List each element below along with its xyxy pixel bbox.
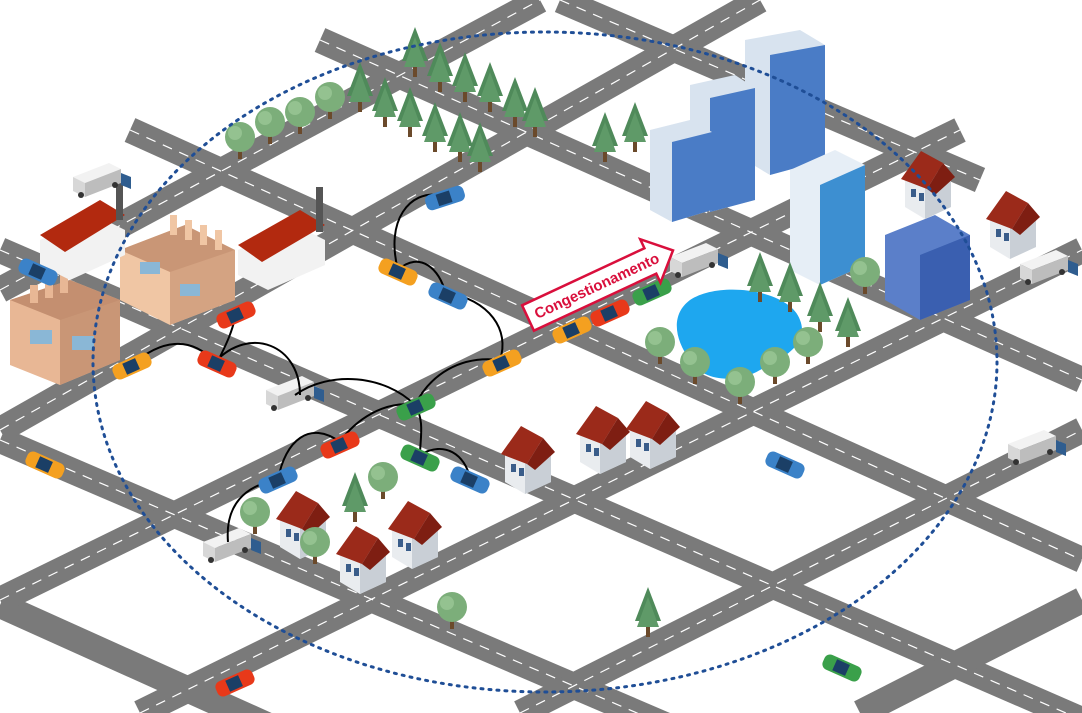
skyscraper-cluster (650, 30, 970, 320)
car-icon (450, 466, 490, 494)
house-icon (388, 501, 442, 569)
car-icon (378, 258, 418, 286)
car-icon (18, 258, 58, 286)
car-icon (428, 282, 468, 310)
car-icon (215, 669, 255, 697)
car-icon (632, 278, 672, 306)
factory-red-roof-right (238, 187, 325, 290)
house-icon (336, 526, 390, 594)
car-icon (197, 350, 237, 378)
house-icon (986, 191, 1040, 259)
car-icon (425, 185, 465, 211)
car-icon (400, 444, 440, 472)
factory-middle (120, 215, 235, 325)
car-icon (552, 316, 592, 344)
car-icon (482, 349, 522, 377)
house-icon (576, 406, 630, 474)
car-icon (590, 299, 630, 327)
house-icon (501, 426, 555, 494)
car-icon (765, 451, 805, 479)
car-icon (822, 654, 862, 682)
car-icon (112, 352, 152, 380)
car-icon (216, 301, 256, 329)
coverage-ring (91, 30, 999, 694)
car-icon (258, 466, 298, 494)
house-icon (626, 401, 680, 469)
car-icon (396, 393, 436, 421)
car-icon (25, 451, 65, 479)
factory-red-roof-left (40, 175, 125, 280)
cars (18, 185, 862, 697)
car-icon (320, 431, 360, 459)
